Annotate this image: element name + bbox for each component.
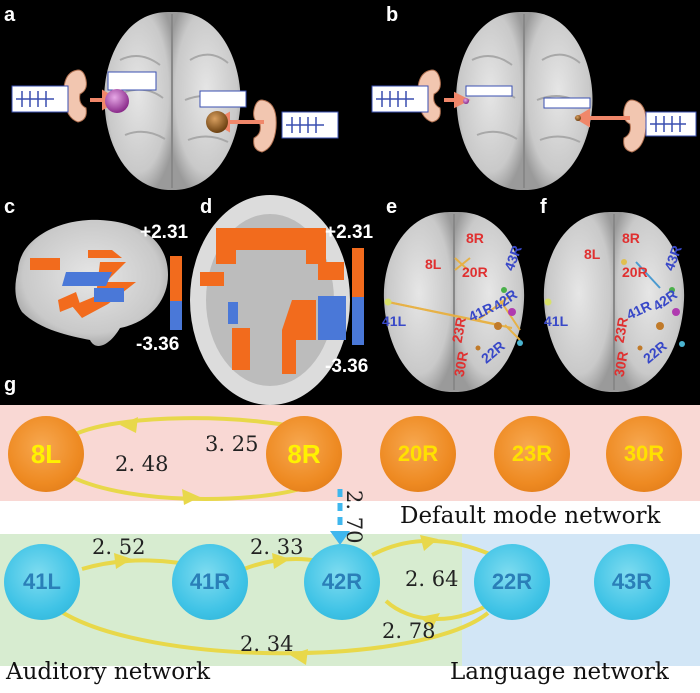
colorbar-positive-d [352,248,364,297]
node-30r: 30R [606,416,682,492]
brain-figure-drawing [11,12,697,405]
colorbar-min-label-d: -3.36 [325,356,369,377]
node-41r: 41R [172,544,248,620]
colorbar-negative [170,301,182,330]
panel-label-c: c [4,196,16,218]
source-sphere-right [206,111,228,133]
region-label-8l-e: 8L [425,256,442,272]
colorbar-min-label-c: -3.36 [136,334,180,355]
weight-22r-41l: 2. 34 [240,632,294,656]
default-mode-network-region [0,405,700,501]
colorbar-max-label-c: +2.31 [140,222,189,243]
brain-e [383,212,525,392]
connection-lines [387,257,521,341]
region-label-20r-f: 20R [622,264,648,280]
panel-label-b: b [386,4,399,26]
colorbar-negative-d [352,297,364,345]
panel-label-e: e [386,196,398,218]
colorbar-max-label-d: +2.31 [325,222,374,243]
region-label-41l-e: 41L [382,313,407,329]
node-23r: 23R [494,416,570,492]
source-sphere-left [105,89,129,113]
weight-22r-42r: 2. 78 [382,619,436,643]
region-label-41l-f: 41L [544,313,569,329]
node-43r: 43R [594,544,670,620]
label-default-mode-network: Default mode network [400,503,661,529]
label-auditory-network: Auditory network [6,659,211,685]
node-42r: 42R [304,544,380,620]
weight-42r-22r: 2. 64 [405,567,459,591]
weight-8l-8r: 2. 48 [115,452,169,476]
edge-22r-41l [58,609,490,656]
node-22r: 22R [474,544,550,620]
weight-8r-42r: 2. 70 [342,490,366,544]
brain-f [543,212,685,392]
region-label-8l-f: 8L [584,246,601,262]
waveform-boxes [11,71,697,139]
node-41l: 41L [4,544,80,620]
weight-8r-8l: 3. 25 [205,432,259,456]
panel-label-a: a [4,4,16,26]
panel-label-d: d [200,196,213,218]
weight-41r-42r: 2. 33 [250,535,304,559]
brain-c-sagittal [15,219,168,347]
panel-label-g: g [4,374,17,396]
colorbar-positive [170,256,182,301]
region-label-20r-e: 20R [462,264,488,280]
region-label-8r-f: 8R [622,230,640,246]
brain-d-axial [190,195,350,405]
ear-icon [63,69,647,153]
node-8l: 8L [8,416,84,492]
figure-panels-background: a b c d e f g +2.31 -3.36 +2.31 -3.36 8R… [0,0,700,405]
brain-b [456,12,593,190]
panel-label-f: f [540,196,547,218]
weight-41l-41r: 2. 52 [92,535,146,559]
region-label-8r-e: 8R [466,230,484,246]
node-20r: 20R [380,416,456,492]
edge-22r-42r [384,599,496,621]
node-8r: 8R [266,416,342,492]
label-language-network: Language network [450,659,669,685]
